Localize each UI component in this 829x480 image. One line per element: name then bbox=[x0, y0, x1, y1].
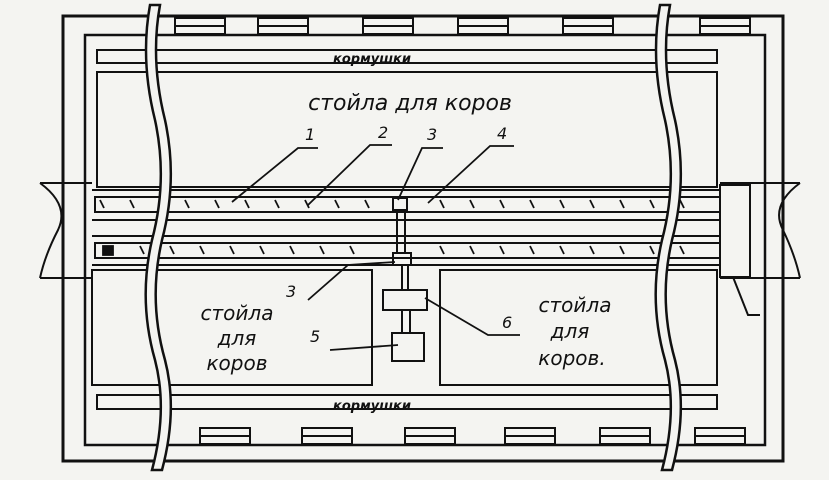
stalls-left-label-line1: стойла bbox=[201, 301, 274, 325]
drive-mechanism bbox=[371, 197, 441, 385]
windows-bottom bbox=[199, 427, 746, 445]
stalls-right-label-line1: стойла bbox=[539, 293, 612, 317]
conveyor-scrapers-lower bbox=[102, 245, 685, 256]
callout-2: 2 bbox=[378, 123, 388, 142]
stalls-top-label: стойла для коров bbox=[308, 91, 512, 116]
callout-6: 6 bbox=[502, 313, 512, 332]
break-lines bbox=[144, 3, 683, 472]
callout-1: 1 bbox=[305, 125, 315, 144]
feeder-top-label: кормушки bbox=[333, 52, 411, 67]
leader-lines bbox=[231, 144, 520, 351]
windows-top bbox=[174, 17, 751, 35]
stalls-right-label-line2: для bbox=[550, 319, 590, 343]
stalls-right-label-line3: коров. bbox=[538, 346, 605, 370]
callout-5: 5 bbox=[310, 327, 320, 346]
stalls-left-label-line3: коров bbox=[206, 351, 267, 375]
feeder-bottom-label: кормушки bbox=[333, 399, 411, 414]
callout-3-lower: 3 bbox=[286, 282, 296, 301]
side-exits bbox=[39, 182, 801, 316]
feeder-troughs bbox=[96, 49, 718, 410]
callout-4: 4 bbox=[497, 124, 507, 143]
callout-3-upper: 3 bbox=[427, 125, 437, 144]
stalls-left-label-line2: для bbox=[217, 326, 257, 350]
